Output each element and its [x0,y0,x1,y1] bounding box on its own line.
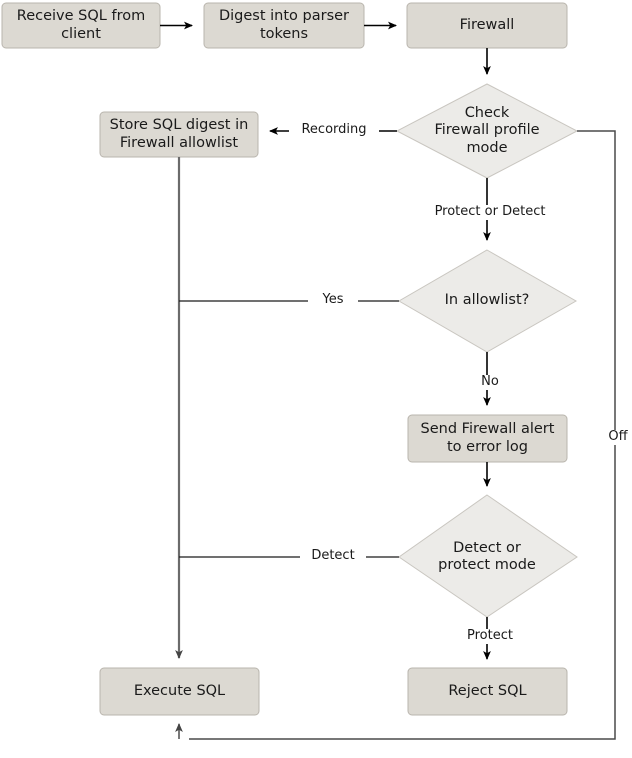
edge-label-recording: Recording [289,122,379,138]
edge-label-no: No [467,374,513,390]
edge-label-protect-or-detect: Protect or Detect [423,204,557,220]
node-shape-store-digest[interactable] [99,111,259,158]
node-shape-check-profile[interactable] [395,83,579,179]
node-shape-firewall[interactable] [406,2,568,49]
node-shape-reject-sql[interactable] [407,667,568,716]
edge-label-detect: Detect [300,548,366,564]
edge-label-yes: Yes [308,292,358,308]
edge-label-off: Off [601,429,632,445]
node-shape-digest-tokens[interactable] [203,2,365,49]
node-shape-send-alert[interactable] [407,414,568,463]
edge-label-protect: Protect [455,628,525,644]
node-shape-detect-protect[interactable] [398,494,578,618]
node-shape-execute-sql[interactable] [99,667,260,716]
node-shape-in-allowlist[interactable] [398,249,578,353]
node-shape-receive-sql[interactable] [1,2,161,49]
